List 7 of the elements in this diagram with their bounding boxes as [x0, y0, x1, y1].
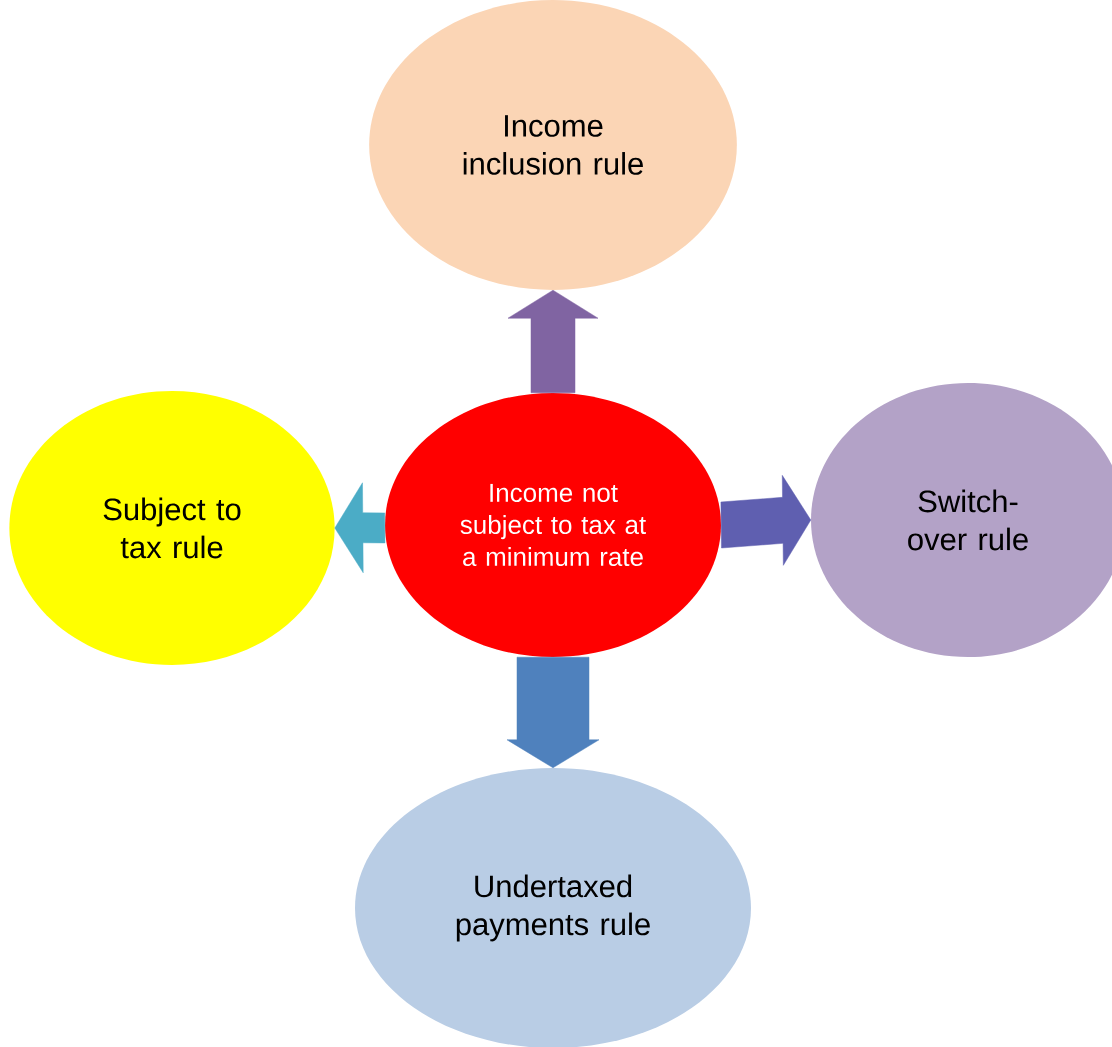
ellipse-node: Income not subject to tax at a minimum rate — [385, 393, 721, 657]
block-arrow — [334, 482, 386, 574]
ellipse-node: Income inclusion rule — [369, 0, 737, 290]
block-arrow — [720, 475, 812, 566]
block-arrow — [506, 656, 600, 769]
ellipse-node: Subject to tax rule — [9, 391, 335, 665]
block-arrow — [507, 289, 599, 394]
